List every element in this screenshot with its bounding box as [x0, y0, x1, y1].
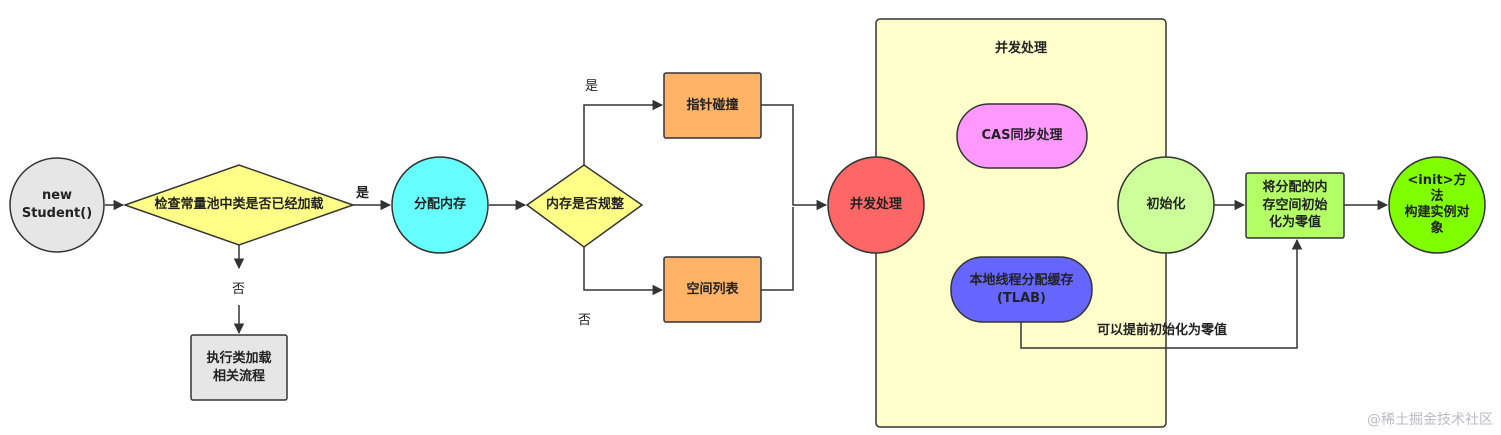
tlab-label: 本地线程分配缓存 (TLAB)	[969, 272, 1074, 306]
zero-value-label: 将分配的内 存空间初始 化为零值	[1262, 180, 1328, 231]
initialize-label: 初始化	[1146, 197, 1186, 213]
pointer-bump-label: 指针碰撞	[686, 97, 739, 113]
concurrent-node-label: 并发处理	[849, 197, 902, 213]
zero-value-box-shape	[1245, 172, 1345, 239]
start-label: new Student()	[21, 188, 93, 221]
edge-label-regular-yes: 是	[585, 79, 599, 94]
edge-tlab-to-zero	[1020, 238, 1303, 349]
connectors	[105, 99, 1389, 349]
pointer-bump-box-shape	[663, 72, 762, 139]
edge-regular-to-pointer	[583, 99, 664, 165]
tlab-pill-shape	[950, 256, 1093, 323]
edge-regular-to-freelist	[583, 247, 664, 296]
edge-label-loaded-yes: 是	[356, 186, 370, 201]
cas-label: CAS同步处理	[981, 128, 1063, 144]
alloc-memory-node-shape	[391, 156, 489, 254]
class-load-label: 执行类加载 相关流程	[206, 350, 272, 384]
cas-pill-shape	[956, 103, 1088, 169]
class-load-box-shape	[190, 334, 288, 401]
edge-label-loaded-no: 否	[232, 282, 246, 297]
concurrent-node-shape	[827, 156, 925, 254]
init-method-node-shape	[1388, 156, 1486, 254]
watermark-text: @稀土掘金技术社区	[1367, 412, 1493, 428]
memory-regular-label: 内存是否规整	[545, 197, 624, 213]
edge-label-regular-no: 否	[578, 313, 592, 328]
edge-label-tlab-note: 可以提前初始化为零值	[1097, 323, 1228, 338]
free-list-box-shape	[663, 256, 762, 323]
edge-pointer-to-concurrent	[761, 104, 828, 211]
concurrent-container-title: 并发处理	[994, 41, 1047, 57]
free-list-label: 空间列表	[686, 281, 739, 297]
start-node-shape	[9, 157, 105, 253]
edge-freelist-to-concurrent	[761, 207, 794, 291]
check-class-label: 检查常量池中类是否已经加载	[154, 197, 324, 213]
check-class-decision-shape	[122, 164, 356, 246]
initialize-node-shape	[1117, 156, 1215, 254]
init-method-label: <init>方 法 构建实例对 象	[1404, 172, 1470, 237]
memory-regular-decision-shape	[525, 164, 644, 248]
alloc-memory-label: 分配内存	[413, 197, 466, 213]
